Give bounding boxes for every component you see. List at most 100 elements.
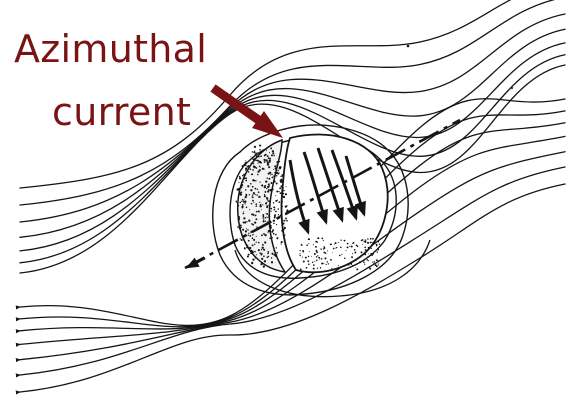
stipple-dot [373, 263, 374, 264]
stipple-dot [274, 181, 276, 183]
speck [511, 87, 513, 89]
stipple-dot [252, 214, 254, 216]
stipple-dot [315, 246, 317, 248]
stipple-dot [269, 152, 270, 153]
stipple-dot [303, 261, 305, 263]
stipple-dot [268, 215, 270, 217]
stipple-dot [367, 238, 369, 240]
stipple-dot [282, 187, 284, 189]
stipple-dot [361, 251, 363, 253]
stipple-dot [319, 259, 320, 260]
stipple-dot [317, 268, 318, 269]
stipple-dot [262, 247, 264, 249]
stipple-dot [242, 199, 244, 201]
stipple-dot [354, 249, 356, 251]
stipple-dot [281, 210, 282, 211]
stipple-dot [274, 165, 276, 167]
stipple-dot [249, 194, 250, 195]
stipple-dot [252, 151, 253, 152]
stipple-dot [278, 201, 280, 203]
stipple-dot [378, 248, 379, 249]
stipple-dot [237, 188, 239, 190]
stipple-dot [285, 218, 287, 220]
stipple-dot [242, 182, 243, 183]
stipple-dot [254, 160, 255, 161]
stipple-dot [243, 217, 245, 219]
stipple-dot [371, 248, 372, 249]
stipple-dot [267, 161, 269, 163]
stipple-dot [258, 211, 260, 213]
stipple-dot [264, 241, 266, 243]
stipple-dot [367, 256, 368, 257]
stipple-dot [260, 182, 261, 183]
stipple-dot [327, 250, 328, 251]
stipple-dot [243, 174, 245, 176]
stipple-dot [280, 179, 282, 181]
stipple-dot [266, 177, 268, 179]
stipple-dot [271, 154, 273, 156]
stipple-dot [314, 253, 316, 255]
stipple-dot [276, 237, 278, 239]
stipple-dot [365, 249, 367, 251]
stipple-dot [275, 195, 276, 196]
stipple-dot [313, 268, 315, 270]
stipple-dot [243, 211, 244, 212]
stipple-dot [367, 242, 369, 244]
stipple-dot [255, 214, 256, 215]
stipple-dot [252, 258, 254, 260]
stipple-dot [262, 244, 264, 246]
stipple-dot [285, 193, 287, 195]
stipple-dot [267, 200, 268, 201]
stipple-dot [244, 201, 246, 203]
stipple-dot [264, 194, 265, 195]
stipple-dot [252, 179, 254, 181]
stipple-dot [302, 257, 303, 258]
stipple-dot [323, 263, 324, 264]
stipple-dot [244, 248, 246, 250]
stipple-dot [280, 215, 282, 217]
stipple-dot [250, 156, 251, 157]
stipple-dot [265, 217, 267, 219]
stipple-dot [267, 155, 269, 157]
stipple-dot [257, 160, 259, 162]
stipple-dot [272, 152, 274, 154]
stipple-dot [253, 192, 255, 194]
stipple-dot [243, 213, 245, 215]
stipple-dot [236, 201, 237, 202]
stipple-dot [251, 262, 253, 264]
stipple-dot [364, 253, 366, 255]
stipple-dot [261, 209, 262, 210]
stipple-dot [276, 175, 278, 177]
stipple-dot [254, 243, 255, 244]
stipple-dot [309, 251, 310, 252]
stipple-dot [239, 177, 241, 179]
stipple-dot [273, 250, 274, 251]
stipple-dot [253, 166, 254, 167]
stipple-dot [246, 221, 247, 222]
stipple-dot [245, 196, 247, 198]
stipple-dot [255, 203, 257, 205]
stipple-dot [272, 150, 274, 152]
stipple-dot [246, 228, 247, 229]
stipple-dot [263, 255, 265, 257]
stipple-dot [269, 201, 271, 203]
stipple-dot [316, 252, 318, 254]
stipple-dot [256, 194, 258, 196]
stipple-dot [255, 180, 256, 181]
stipple-dot [265, 159, 267, 161]
stipple-dot [283, 190, 285, 192]
stipple-dot [259, 149, 261, 151]
stipple-dot [241, 227, 242, 228]
stipple-dot [368, 247, 370, 249]
stipple-dot [269, 210, 271, 212]
stipple-dot [255, 257, 257, 259]
stipple-dot [246, 246, 248, 248]
stipple-dot [241, 168, 242, 169]
stipple-dot [247, 185, 249, 187]
stipple-dot [271, 182, 273, 184]
stipple-dot [241, 206, 243, 208]
stipple-dot [285, 205, 287, 207]
stipple-dot [261, 184, 263, 186]
stipple-dot [269, 238, 270, 239]
stipple-dot [312, 262, 313, 263]
